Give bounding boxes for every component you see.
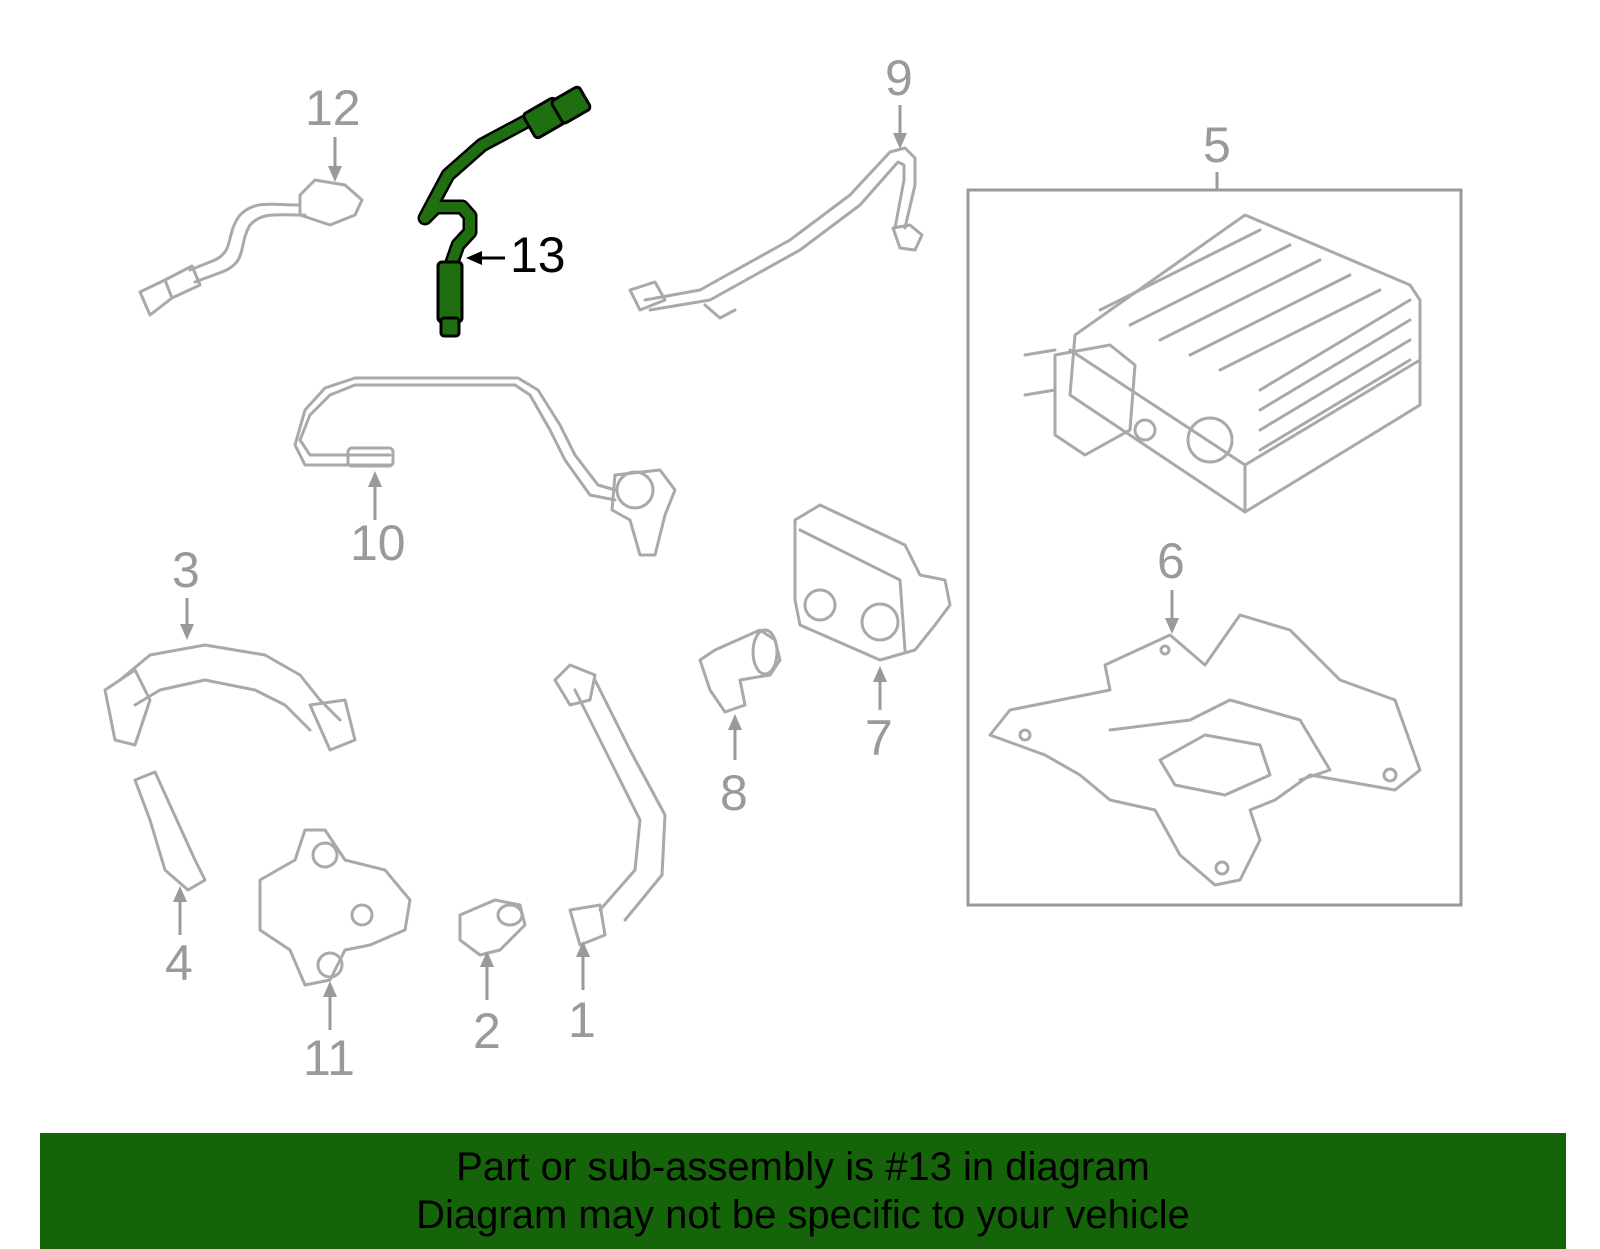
svg-text:7: 7: [865, 710, 893, 766]
svg-text:5: 5: [1203, 117, 1231, 173]
banner-line-2: Diagram may not be specific to your vehi…: [416, 1193, 1190, 1237]
svg-text:10: 10: [350, 515, 406, 571]
svg-text:6: 6: [1157, 533, 1185, 589]
callout-9: 9: [885, 50, 913, 149]
callout-7: 7: [865, 666, 893, 766]
svg-text:8: 8: [720, 765, 748, 821]
callout-13: 13: [466, 227, 566, 283]
part-8-sensor[interactable]: [698, 628, 782, 714]
svg-text:3: 3: [172, 542, 200, 598]
svg-text:4: 4: [165, 935, 193, 991]
part-3-vapor-hose[interactable]: [103, 643, 357, 752]
part-2-fitting[interactable]: [458, 898, 527, 957]
svg-text:2: 2: [473, 1003, 501, 1059]
callout-10: 10: [350, 471, 406, 571]
svg-text:9: 9: [885, 50, 913, 106]
info-banner: Part or sub-assembly is #13 in diagram D…: [40, 1133, 1566, 1249]
part-5-vapor-canister[interactable]: [966, 188, 1463, 907]
callout-5: 5: [1203, 117, 1231, 190]
callout-11: 11: [303, 981, 355, 1086]
svg-text:13: 13: [510, 227, 566, 283]
svg-text:12: 12: [305, 80, 361, 136]
callout-1: 1: [568, 941, 596, 1048]
part-6-canister-bracket[interactable]: [988, 613, 1422, 887]
parts-diagram: 12 13 9 10: [103, 50, 1463, 1086]
svg-text:11: 11: [303, 1030, 355, 1086]
part-11-valve[interactable]: [258, 828, 412, 987]
banner-line-1: Part or sub-assembly is #13 in diagram: [456, 1145, 1150, 1189]
part-12-oxygen-sensor[interactable]: [138, 178, 364, 317]
part-1-hose[interactable]: [553, 663, 667, 947]
part-13-oxygen-sensor-highlighted[interactable]: [417, 85, 592, 338]
callout-2: 2: [473, 951, 501, 1059]
part-4-connector[interactable]: [133, 770, 207, 892]
callout-3: 3: [172, 542, 200, 640]
callout-4: 4: [165, 886, 193, 991]
part-7-purge-valve[interactable]: [793, 503, 952, 662]
callout-8: 8: [720, 714, 748, 821]
svg-text:1: 1: [568, 992, 596, 1048]
callout-12: 12: [305, 80, 361, 182]
callout-6: 6: [1157, 533, 1185, 634]
part-10-harness[interactable]: [293, 376, 677, 557]
part-9-vapor-tube[interactable]: [628, 146, 924, 320]
